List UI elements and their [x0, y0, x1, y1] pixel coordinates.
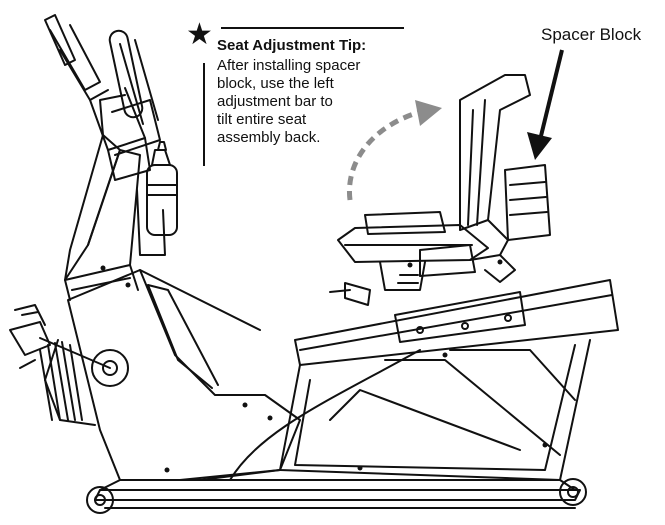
star-icon: ★ [186, 18, 213, 51]
tip-line: After installing spacer [217, 57, 361, 74]
tip-line: adjustment bar to [217, 93, 333, 110]
tip-line: block, use the left [217, 75, 334, 92]
tip-line: tilt entire seat [217, 111, 307, 128]
transport-wheels [86, 478, 587, 514]
seat-assembly [329, 74, 551, 306]
spacer-block-label: Spacer Block [541, 25, 642, 44]
handlebar-assembly [44, 14, 161, 181]
tip-line: assembly back. [217, 129, 321, 146]
base-frame [94, 479, 581, 509]
lower-housing [39, 269, 301, 481]
callout-top-rule [221, 27, 404, 29]
tip-body: After installing spacer block, use the l… [217, 57, 407, 147]
rear-rail [199, 279, 619, 481]
water-bottle [136, 141, 178, 256]
tip-title: Seat Adjustment Tip: [217, 37, 367, 54]
fastener-dots [100, 259, 548, 473]
tilt-direction-arrow [346, 100, 442, 201]
callout-side-rule [203, 63, 205, 166]
console-column [64, 94, 141, 301]
pedal-assembly [9, 304, 111, 369]
spacer-block-arrow [527, 49, 564, 160]
